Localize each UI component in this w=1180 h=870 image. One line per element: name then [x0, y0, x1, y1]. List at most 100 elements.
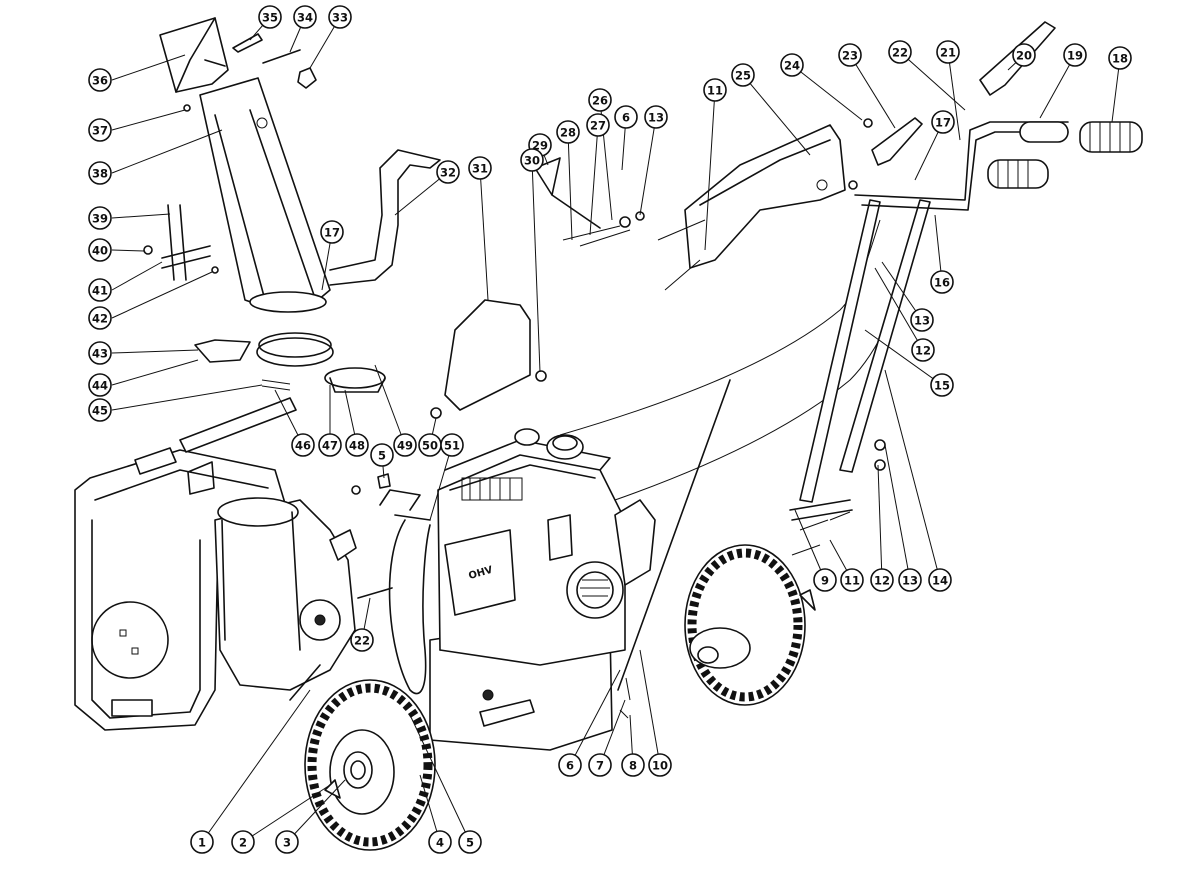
callout-number: 17: [324, 226, 340, 240]
callout-32: 32: [436, 160, 460, 184]
callout-44: 44: [88, 373, 112, 397]
callout-number: 4: [436, 836, 444, 850]
callout-number: 45: [92, 404, 108, 418]
callout-36: 36: [88, 68, 112, 92]
callout-circle: [520, 148, 544, 172]
callout-number: 11: [844, 574, 860, 588]
callout-number: 32: [440, 166, 456, 180]
callout-48: 48: [345, 433, 369, 457]
callout-number: 7: [596, 759, 604, 773]
callout-12: 12: [911, 338, 935, 362]
impeller-housing: [214, 497, 357, 691]
callout-50: 50: [418, 433, 442, 457]
callout-5: 5: [370, 443, 394, 467]
callout-9: 9: [813, 568, 837, 592]
callout-number: 19: [1067, 49, 1083, 63]
callout-number: 9: [821, 574, 829, 588]
chute-control-rod: [161, 204, 211, 281]
callout-number: 35: [262, 11, 278, 25]
callout-number: 5: [378, 449, 386, 463]
callout-25: 25: [731, 63, 755, 87]
lower-handle: [789, 199, 931, 521]
callout-number: 27: [590, 119, 606, 133]
callout-6: 6: [558, 753, 582, 777]
auger-shaft: [134, 397, 297, 495]
callout-13: 13: [898, 568, 922, 592]
callout-number: 12: [874, 574, 890, 588]
callout-number: 22: [354, 634, 370, 648]
callout-6: 6: [614, 105, 638, 129]
callout-10: 10: [648, 753, 672, 777]
callout-1: 1: [190, 830, 214, 854]
callout-number: 50: [422, 439, 438, 453]
callout-circle: [644, 105, 668, 129]
left-wheel: [304, 679, 436, 851]
chute-pin: [262, 49, 301, 64]
chute-cable-clip: [232, 33, 263, 53]
callout-circle: [88, 398, 112, 422]
callout-16: 16: [930, 270, 954, 294]
callout-number: 1: [198, 836, 206, 850]
callout-circle: [345, 433, 369, 457]
callout-number: 42: [92, 312, 108, 326]
callout-number: 6: [622, 111, 630, 125]
callout-number: 13: [914, 314, 930, 328]
idler-pulley-spring: [357, 587, 393, 599]
callout-circle: [88, 341, 112, 365]
callout-43: 43: [88, 341, 112, 365]
callout-number: 10: [652, 759, 668, 773]
callout-8: 8: [621, 753, 645, 777]
callout-5: 5: [458, 830, 482, 854]
callout-18: 18: [1108, 46, 1132, 70]
callout-circle: [370, 443, 394, 467]
callout-20: 20: [1012, 43, 1036, 67]
callout-circle: [88, 68, 112, 92]
callout-circle: [936, 40, 960, 64]
callout-number: 28: [560, 126, 576, 140]
callout-number: 18: [1112, 52, 1128, 66]
callout-circle: [1063, 43, 1087, 67]
callout-circle: [614, 105, 638, 129]
callout-11: 11: [703, 78, 727, 102]
callout-12: 12: [870, 568, 894, 592]
callout-number: 8: [629, 759, 637, 773]
callout-number: 37: [92, 124, 108, 138]
callout-number: 6: [566, 759, 574, 773]
callout-7: 7: [588, 753, 612, 777]
callout-circle: [436, 160, 460, 184]
callout-number: 15: [934, 379, 950, 393]
right-wheel: [684, 544, 816, 706]
callout-11: 11: [840, 568, 864, 592]
callout-number: 2: [239, 836, 247, 850]
callout-circle: [258, 5, 282, 29]
callout-14: 14: [928, 568, 952, 592]
callout-13: 13: [644, 105, 668, 129]
callout-47: 47: [318, 433, 342, 457]
callout-28: 28: [556, 120, 580, 144]
callout-circle: [428, 830, 452, 854]
callout-circle: [838, 43, 862, 67]
callout-number: 40: [92, 244, 108, 258]
impeller-spring: [289, 664, 321, 701]
callout-number: 44: [92, 379, 108, 393]
callout-circle: [88, 238, 112, 262]
callout-number: 33: [332, 11, 348, 25]
hardware-pieces: [143, 104, 886, 719]
callout-number: 49: [397, 439, 413, 453]
callout-circle: [588, 88, 612, 112]
callout-number: 21: [940, 46, 956, 60]
callout-circle: [703, 78, 727, 102]
callout-circle: [621, 753, 645, 777]
callout-circle: [393, 433, 417, 457]
belt-guide: [379, 489, 431, 521]
dash-panel: [657, 124, 846, 291]
callout-19: 19: [1063, 43, 1087, 67]
belt-cover: [444, 299, 531, 411]
callout-number: 26: [592, 94, 608, 108]
callout-38: 38: [88, 161, 112, 185]
callout-number: 13: [902, 574, 918, 588]
callout-circle: [1012, 43, 1036, 67]
callout-39: 39: [88, 206, 112, 230]
